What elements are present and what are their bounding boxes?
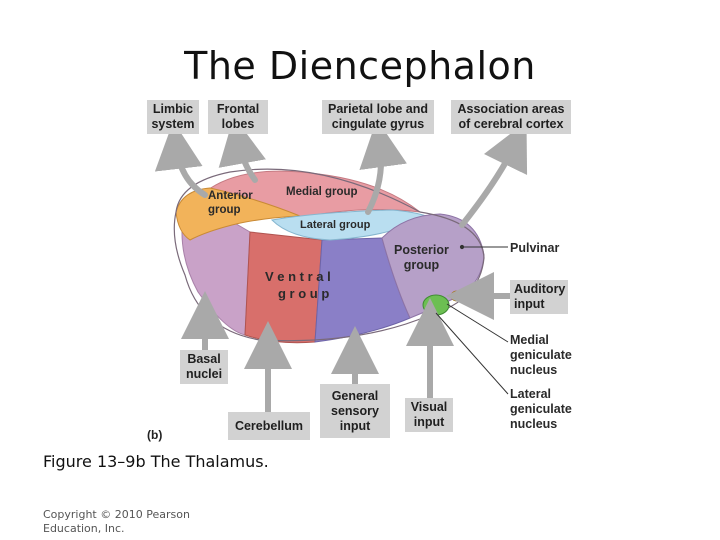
arrow-to-parietal	[359, 119, 407, 215]
frontal-lobes-box: Frontal lobes	[208, 100, 268, 134]
auditory-input-box: Auditory input	[510, 280, 568, 314]
figure-panel-label: (b)	[147, 428, 163, 442]
pulvinar-label: Pulvinar	[510, 241, 560, 255]
output-arrows	[154, 116, 528, 228]
medial-geniculate-leader	[446, 303, 509, 343]
lateral-geniculate-leader	[435, 312, 509, 395]
medial-group-label: Medial group	[286, 186, 358, 198]
leader-lines	[435, 244, 509, 395]
visual-input-box: Visual input	[405, 398, 453, 432]
limbic-system-box: Limbic system	[147, 100, 199, 134]
basal-nuclei-box: Basal nuclei	[180, 350, 228, 384]
figure-caption: Figure 13–9b The Thalamus.	[43, 452, 269, 471]
copyright-notice: Copyright © 2010 Pearson Education, Inc.	[43, 508, 190, 535]
posterior-group-label: Posterior group	[394, 243, 449, 272]
pulvinar-dot	[459, 244, 465, 250]
slide-title: The Diencephalon	[184, 44, 536, 88]
anterior-group-region	[175, 187, 301, 241]
ventral-group-label-line1: V e n t r a l	[265, 269, 331, 284]
medial-geniculate-shape	[422, 294, 450, 316]
general-sensory-input-box: General sensory input	[320, 384, 390, 438]
medial-geniculate-label: Medial geniculate nucleus	[510, 333, 572, 377]
lateral-geniculate-label: Lateral geniculate nucleus	[510, 387, 572, 431]
arrow-to-frontal	[218, 116, 266, 183]
parietal-lobe-box: Parietal lobe and cingulate gyrus	[322, 100, 434, 134]
cerebellum-box: Cerebellum	[228, 412, 310, 440]
lateral-geniculate-shape	[450, 290, 464, 302]
lateral-group-label: Lateral group	[300, 219, 371, 231]
arrow-to-association	[459, 121, 528, 228]
input-arrows	[181, 272, 515, 415]
association-areas-box: Association areas of cerebral cortex	[451, 100, 571, 134]
arrow-to-limbic	[154, 121, 208, 198]
ventral-group-label-line2: g r o u p	[278, 286, 330, 301]
anterior-group-label: Anterior group	[208, 190, 253, 216]
